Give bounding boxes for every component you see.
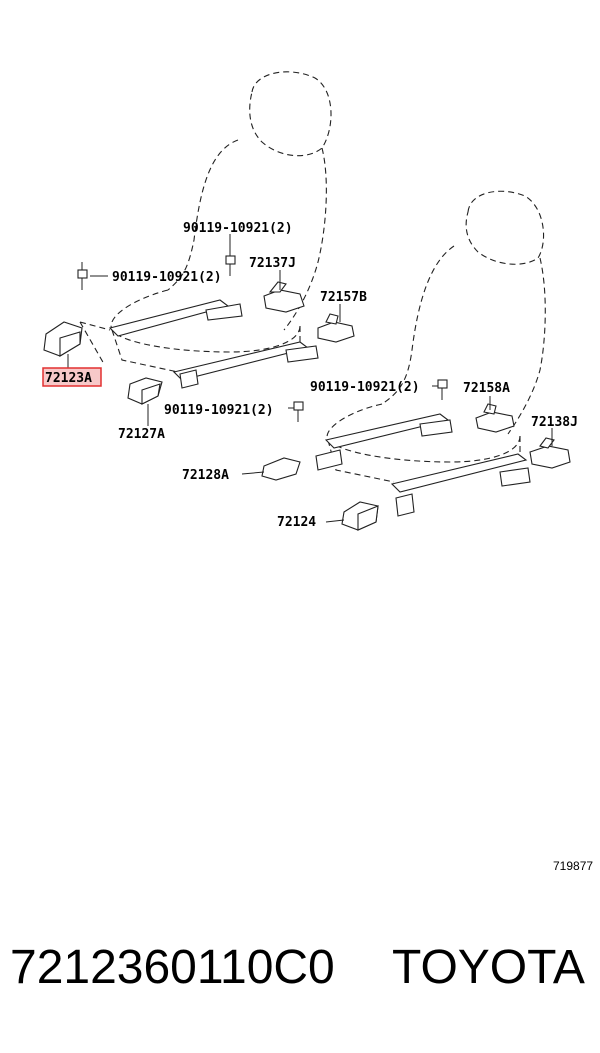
- label-72157B[interactable]: 72157B: [320, 290, 367, 305]
- illustration-ref: 719877: [553, 859, 593, 873]
- footer: 7212360110C0 TOYOTA: [10, 940, 590, 1010]
- label-72158A[interactable]: 72158A: [463, 381, 510, 396]
- bolt-icon: [437, 379, 448, 400]
- bolt-icon: [293, 401, 304, 422]
- bolt-icon: [77, 269, 88, 290]
- label-72128A[interactable]: 72128A: [182, 468, 229, 483]
- part-72137J-cover[interactable]: [263, 281, 305, 313]
- seat-right-outline: [315, 190, 546, 517]
- part-72158A-cover[interactable]: [475, 403, 515, 433]
- part-72128A-cover[interactable]: [261, 457, 301, 481]
- label-72124[interactable]: 72124: [277, 515, 316, 530]
- bolt-icon: [225, 255, 236, 276]
- label-72127A[interactable]: 72127A: [118, 427, 165, 442]
- label-72138J[interactable]: 72138J: [531, 415, 578, 430]
- part-number: 7212360110C0: [10, 941, 335, 994]
- label-bolt-left[interactable]: 90119-10921(2): [112, 270, 222, 285]
- label-bolt-mid[interactable]: 90119-10921(2): [164, 403, 274, 418]
- brand-name: TOYOTA: [392, 941, 585, 994]
- highlight-box: [42, 367, 102, 387]
- label-bolt-right[interactable]: 90119-10921(2): [310, 380, 420, 395]
- seat-left-outline: [79, 71, 332, 389]
- label-72123A[interactable]: 72123A: [45, 371, 92, 386]
- leader-lines: [67, 234, 553, 523]
- part-72157B-cover[interactable]: [317, 313, 355, 343]
- label-72137J[interactable]: 72137J: [249, 256, 296, 271]
- part-72138J-cover[interactable]: [529, 437, 571, 469]
- part-72123A-cover[interactable]: [43, 321, 83, 357]
- part-72124-cover[interactable]: [341, 501, 379, 531]
- part-72127A-cover[interactable]: [127, 377, 163, 405]
- label-bolt-top[interactable]: 90119-10921(2): [183, 221, 293, 236]
